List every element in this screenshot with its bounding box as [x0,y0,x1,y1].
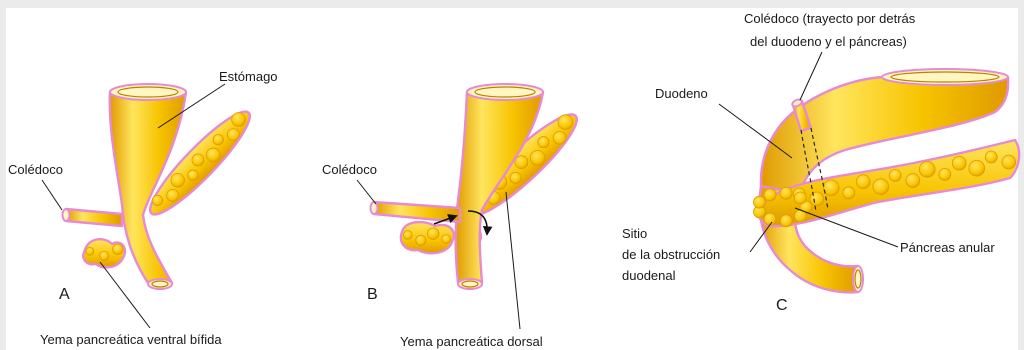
bile-duct-a [66,209,122,226]
label-bile-duct: Colédoco [322,162,377,177]
bile-duct-opening [371,202,378,214]
pancreas-lobule [889,169,901,181]
pancreas-lobule [213,135,223,145]
label-bile-duct-line1: Colédoco (trayecto por detrás [744,11,916,26]
pancreas-lobule [1002,155,1016,169]
label-stomach: Estómago [219,69,278,84]
pancreas-lobule [873,179,889,195]
pancreas-lobule [810,192,824,206]
pancreas-lobule [171,173,185,187]
pancreas-lobule [510,172,521,183]
label-obstruction-line3: duodenal [622,268,676,283]
panel-letter-b: B [367,286,378,303]
pancreas-lobule [113,244,124,255]
pancreas-lobule [780,215,792,227]
pancreas-lobule [188,170,198,180]
panel-c: Colédoco (trayecto por detrás del duoden… [622,11,1019,314]
label-obstruction-line1: Sitio [622,226,647,241]
pancreas-lobule [192,154,204,166]
annular-pancreas-leader-line [795,208,898,247]
ventral-pancreatic-bud-b [401,222,454,253]
pancreas-lobule [152,195,162,205]
pancreas-lobule [780,187,792,199]
pancreas-lobule [232,113,246,127]
pancreas-lobule [985,151,997,163]
pancreas-lobule [206,148,220,162]
label-ventral-bud: Yema pancreática ventral bífida [40,332,222,347]
dorsal-bud-leader-line [506,192,520,329]
bile-duct-leader-line [357,180,376,204]
pancreas-lobule [442,235,451,244]
pancreas-lobule [227,129,239,141]
pancreas-lobule [843,187,855,199]
panel-a: Estómago Colédoco Yema pancreática ventr… [8,69,278,347]
pancreas-lobule [403,231,412,240]
pancreas-lobule [794,192,806,204]
bile-duct-leader-line [42,180,62,210]
pancreas-lobule [856,175,870,189]
pancreas-lobule [919,161,935,177]
ventral-pancreatic-bud-a [83,239,125,267]
label-dorsal-bud: Yema pancreática dorsal [400,334,543,349]
pancreas-lobule [167,189,179,201]
pancreas-lobule [764,189,776,201]
pancreas-lobule [538,137,549,148]
pancreas-lobule [764,213,776,225]
panel-letter-a: A [59,286,70,303]
pancreas-lobule [100,251,109,260]
pancreas-lobule [939,168,951,180]
label-bile-duct-line2: del duodeno y el páncreas) [750,34,907,49]
label-annular-pancreas: Páncreas anular [900,240,995,255]
pancreas-lobule [823,180,839,196]
label-duodenum: Duodeno [655,86,708,101]
pancreas-lobule [553,131,566,144]
panel-b: Colédoco Yema pancreática dorsal B [322,84,587,349]
label-bile-duct: Colédoco [8,162,63,177]
pancreas-lobule [906,174,920,188]
label-obstruction-line2: de la obstrucción [622,247,720,262]
pancreas-lobule [753,196,765,208]
pancreas-lobule [558,115,573,130]
pancreas-lobule [952,156,966,170]
pancreas-lobule [530,150,545,165]
pancreas-lobule [86,247,94,255]
bile-duct-leader-line [800,52,822,100]
pancreas-lobule [427,228,439,240]
bile-duct-opening [63,209,70,221]
pancreas-lobule [416,235,426,245]
pancreas-lobule [969,160,985,176]
panel-letter-c: C [776,297,788,314]
